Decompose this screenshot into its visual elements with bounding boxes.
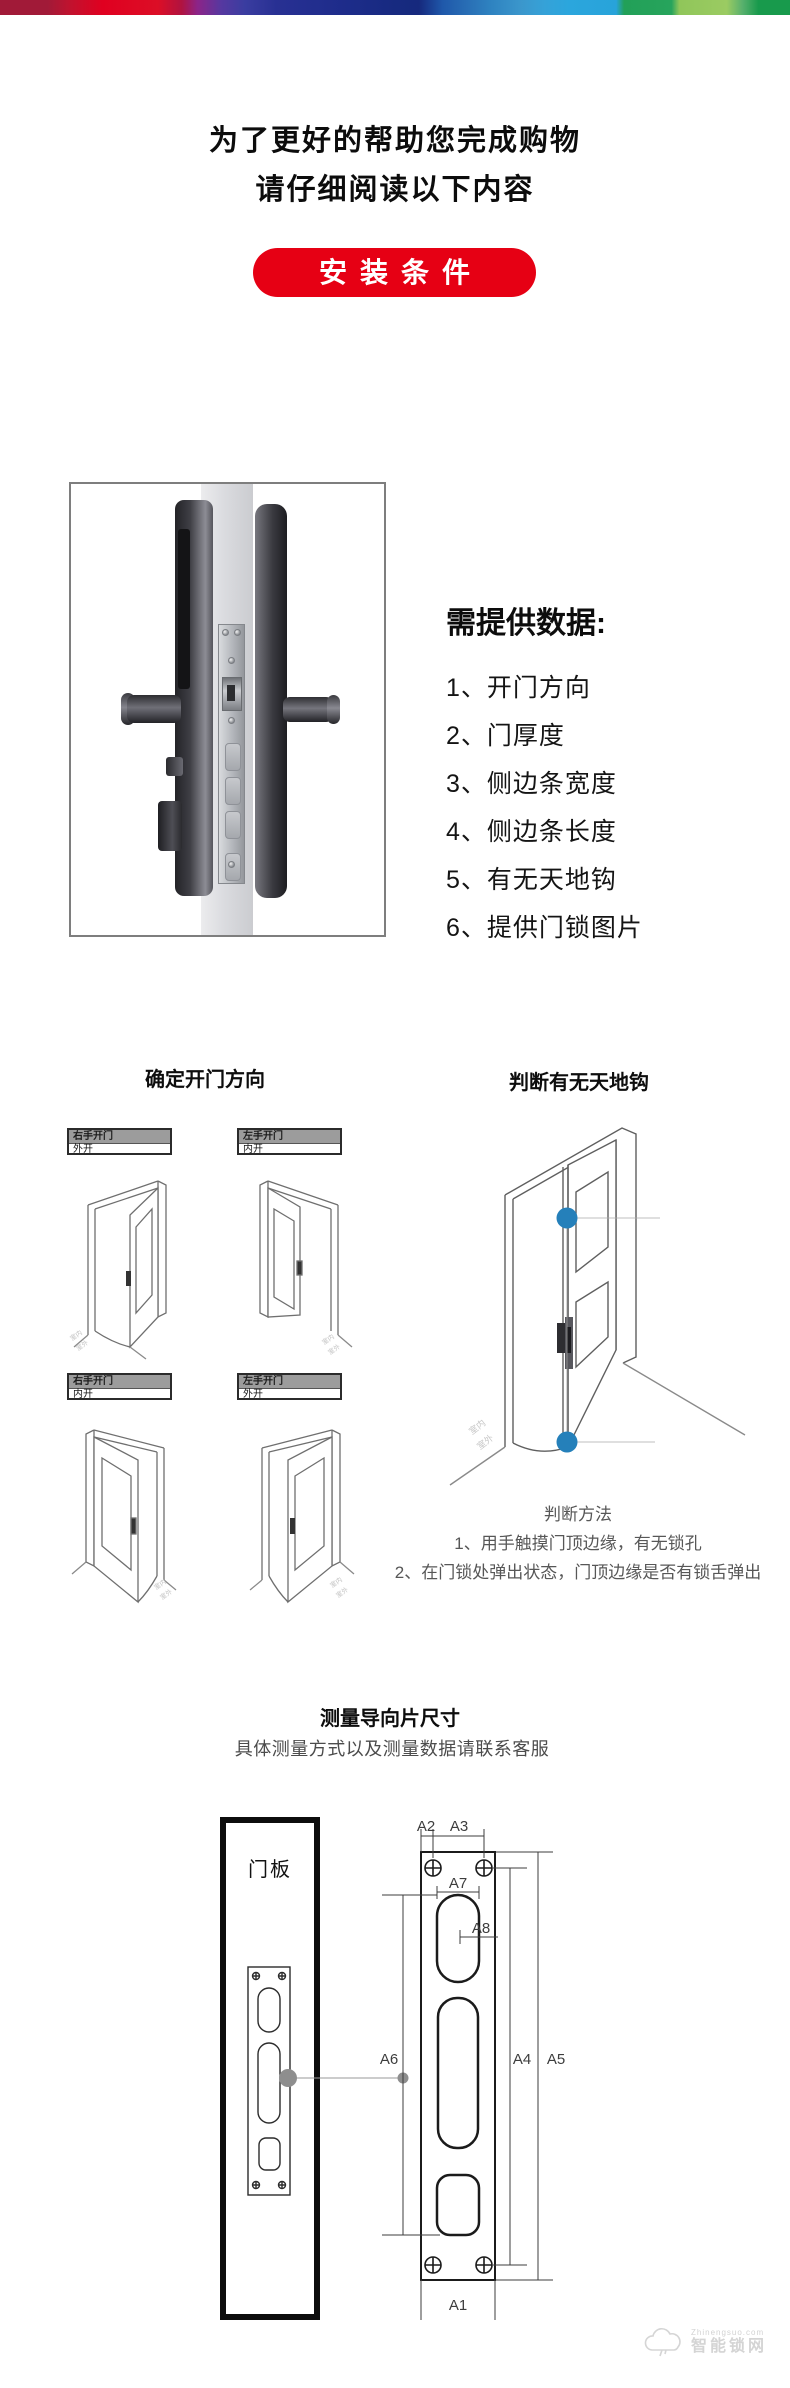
faceplate-slot <box>225 743 241 771</box>
floor-label-outside: 室外 <box>474 1432 495 1452</box>
dim-label-a4: A4 <box>513 2051 531 2068</box>
dim-label-a2: A2 <box>417 1818 435 1835</box>
list-item: 1、开门方向 <box>446 674 591 702</box>
dim-label-a7: A7 <box>449 1875 467 1892</box>
door-diagram-right-in: 室内 室外 <box>71 1429 177 1604</box>
hook-check-diagram: 室内 室外 <box>449 1127 746 1486</box>
dimension-labels: A2 A3 A7 A8 A6 A4 A5 A1 <box>380 1818 565 2314</box>
lock-cylinder <box>158 801 182 851</box>
watermark: Zhinengsuo.com 智能锁网 <box>642 2316 788 2368</box>
door-panel-label: 门板 <box>248 1858 292 1881</box>
screw-icon <box>251 1971 287 2190</box>
door-edge-lock <box>557 1317 573 1369</box>
list-item: 4、侧边条长度 <box>446 818 617 846</box>
door-diagram-left-out: 室内 室外 <box>249 1429 355 1604</box>
faceplate-slot <box>225 811 241 839</box>
door-direction-title: 确定开门方向 <box>145 1069 265 1091</box>
method-step-1: 1、用手触摸门顶边缘，有无锁孔 <box>454 1534 702 1553</box>
faceplate-slot <box>225 777 241 805</box>
floor-label-inside: 室内 <box>466 1417 487 1437</box>
data-needed-list: 1、开门方向 2、门厚度 3、侧边条宽度 4、侧边条长度 5、有无天地钩 6、提… <box>446 668 643 956</box>
data-needed-title: 需提供数据: <box>446 607 606 640</box>
dim-label-a8: A8 <box>472 1920 490 1937</box>
method-block: 判断方法 1、用手触摸门顶边缘，有无锁孔 2、在门锁处弹出状态，门顶边缘是否有锁… <box>378 1500 778 1587</box>
dim-label-a6: A6 <box>380 2051 398 2068</box>
watermark-url: Zhinengsuo.com <box>691 2327 765 2337</box>
hand-label: 右手开门 <box>69 1375 170 1389</box>
intro-line-1: 为了更好的帮助您完成购物 <box>208 125 581 157</box>
open-label: 内开 <box>243 1144 263 1155</box>
method-title: 判断方法 <box>544 1505 612 1524</box>
handle-left <box>127 695 181 723</box>
open-label: 外开 <box>243 1389 263 1400</box>
list-item: 2、门厚度 <box>446 722 565 750</box>
hook-point-marker-top <box>556 1207 578 1229</box>
thumb-knob <box>166 757 183 776</box>
screw-icon <box>424 1859 493 2274</box>
handle-right-cap <box>327 695 340 724</box>
method-step-2: 2、在门锁处弹出状态，门顶边缘是否有锁舌弹出 <box>394 1563 762 1582</box>
door-handle-mark <box>290 1518 295 1534</box>
mortise-faceplate <box>218 624 245 884</box>
dim-label-a5: A5 <box>547 2051 565 2068</box>
dim-label-a3: A3 <box>450 1818 468 1835</box>
open-label: 外开 <box>73 1144 93 1155</box>
screw-icon <box>228 861 235 868</box>
intro-line-2: 请仔细阅读以下内容 <box>255 174 535 206</box>
door-diagram-left-in: 室内 室外 <box>259 1180 353 1357</box>
direction-label-box-2: 左手开门 内开 <box>237 1128 342 1155</box>
latch-bolt <box>227 685 235 701</box>
hook-point-marker-bottom <box>556 1431 578 1453</box>
connector-dot-large <box>279 2069 297 2087</box>
list-item: 6、提供门锁图片 <box>446 914 643 942</box>
hand-label: 右手开门 <box>69 1130 170 1144</box>
watermark-name: 智能锁网 <box>691 2337 768 2355</box>
hook-check-title: 判断有无天地钩 <box>509 1072 649 1094</box>
screw-icon <box>228 717 235 724</box>
measurement-subtitle: 具体测量方式以及测量数据请联系客服 <box>234 1739 550 1759</box>
lock-body-right <box>255 504 287 898</box>
dimension-lines <box>382 1829 553 2320</box>
floor-label-inside: 室内 <box>320 1332 336 1347</box>
floor-label-inside: 室内 <box>328 1575 344 1590</box>
list-item: 5、有无天地钩 <box>446 866 617 894</box>
direction-label-box-3: 右手开门 内开 <box>67 1373 172 1400</box>
door-diagram-right-out: 室内 室外 <box>68 1180 167 1360</box>
floor-label-inside: 室内 <box>152 1577 168 1592</box>
hand-label: 左手开门 <box>239 1130 340 1144</box>
handle-right <box>283 697 333 722</box>
brand-rainbow-bar <box>0 0 790 15</box>
list-item: 3、侧边条宽度 <box>446 770 617 798</box>
guide-plate-small <box>247 1966 291 2196</box>
measurement-title: 测量导向片尺寸 <box>320 1708 460 1730</box>
open-label: 内开 <box>73 1389 93 1400</box>
direction-label-box-1: 右手开门 外开 <box>67 1128 172 1155</box>
lock-body-left-panel <box>178 529 190 689</box>
door-handle-mark <box>126 1271 131 1286</box>
product-photo-box <box>69 482 386 937</box>
install-conditions-badge: 安装条件 <box>253 248 536 297</box>
guide-plate-large <box>420 1851 496 2281</box>
cloud-icon <box>644 2328 681 2357</box>
direction-label-box-4: 左手开门 外开 <box>237 1373 342 1400</box>
hand-label: 左手开门 <box>239 1375 340 1389</box>
screw-icon <box>234 629 241 636</box>
guide-plate-diagram: 门板 <box>220 1817 565 2320</box>
screw-icon <box>228 657 235 664</box>
screw-icon <box>222 629 229 636</box>
dim-label-a1: A1 <box>449 2297 467 2314</box>
